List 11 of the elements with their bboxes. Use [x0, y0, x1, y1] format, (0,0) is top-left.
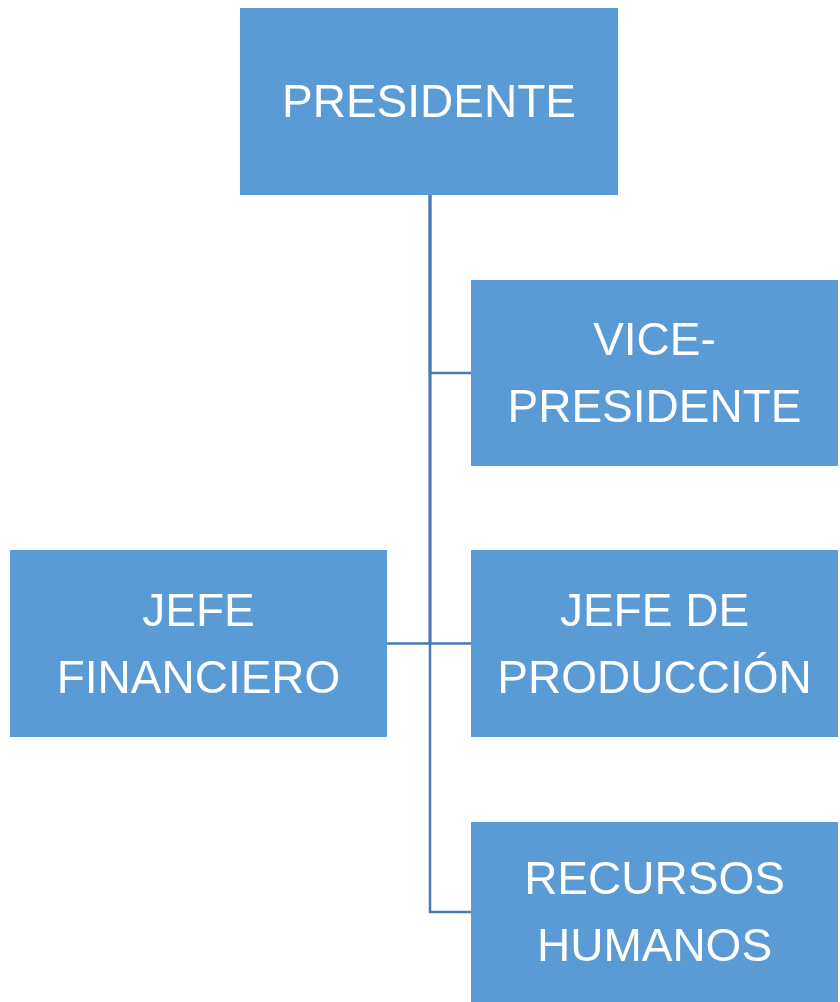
position-box	[471, 280, 838, 466]
connector-line	[428, 195, 471, 914]
position-title: JEFE FINANCIERO	[55, 582, 342, 705]
position-title: PRESIDENTE	[282, 74, 576, 130]
position-box	[240, 8, 618, 195]
position-box	[471, 822, 838, 1002]
position-box	[471, 550, 838, 737]
position-title: RECURSOS HUMANOS	[523, 851, 786, 973]
position-title: VICE- PRESIDENTE	[506, 312, 803, 434]
position-box	[10, 550, 387, 737]
position-title: JEFE DE PRODUCCIÓN	[496, 582, 813, 705]
